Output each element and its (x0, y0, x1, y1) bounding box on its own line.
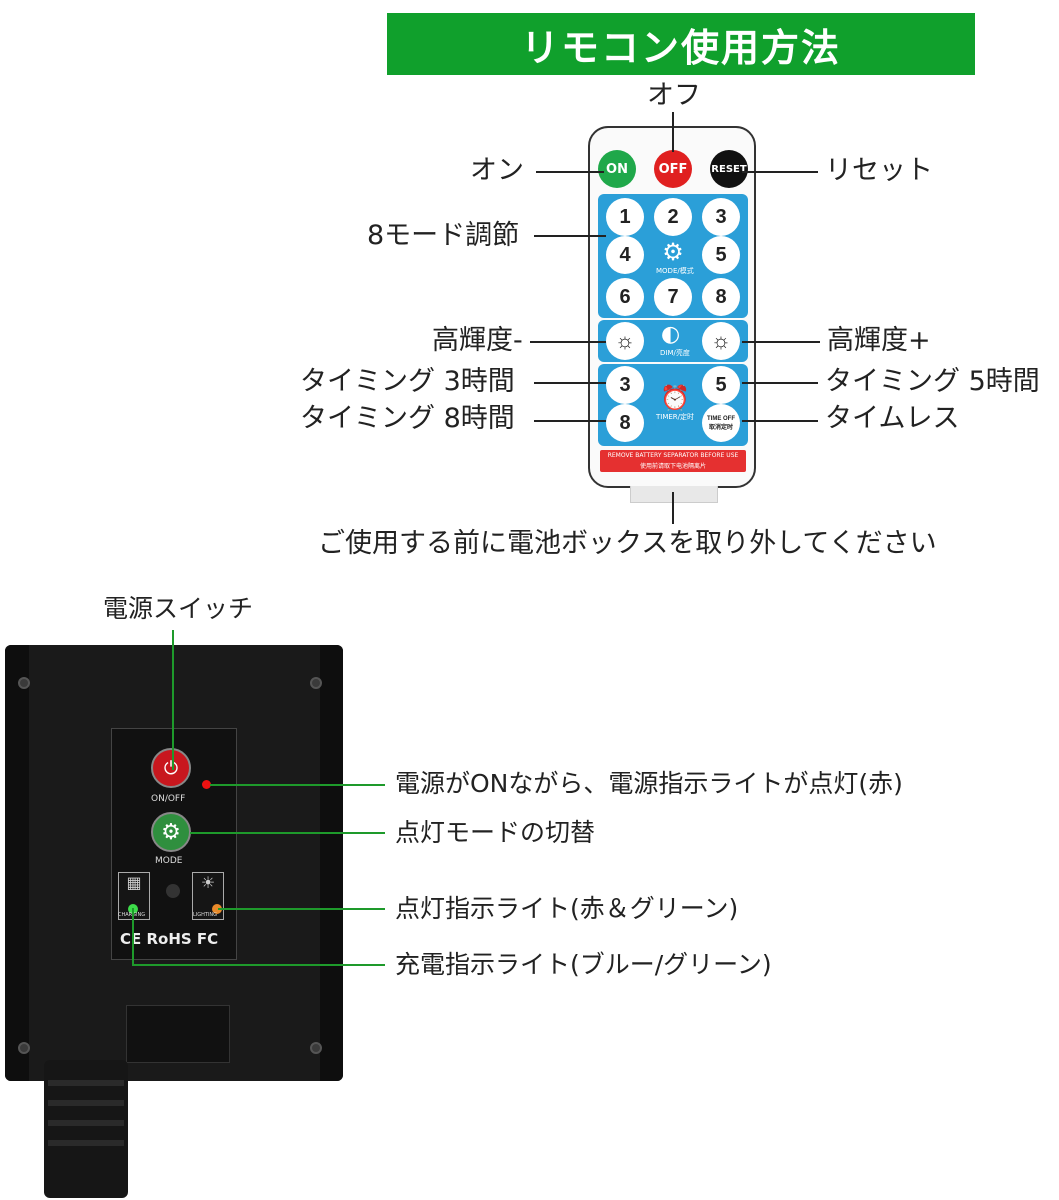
lighting-caption: LIGHTING (193, 912, 218, 918)
label-timer5: タイミング 5時間 (825, 366, 1040, 397)
timer-caption: TIMER/定时 (656, 413, 695, 421)
gear-icon: ⚙ (161, 819, 181, 845)
timer-3-button[interactable]: 3 (606, 366, 644, 404)
remote-top-keys: ON OFF RESET (598, 148, 748, 190)
screw (18, 1042, 30, 1054)
device-left-edge (5, 645, 29, 1081)
callout-timer8-line (534, 420, 606, 422)
mode-2-button[interactable]: 2 (654, 198, 692, 236)
mode-8-button[interactable]: 8 (702, 278, 740, 316)
sun-minus-icon: ☼ (614, 328, 636, 353)
mode-1-button[interactable]: 1 (606, 198, 644, 236)
mode-5-button[interactable]: 5 (702, 236, 740, 274)
remote-on-button[interactable]: ON (598, 150, 636, 188)
callout-timer3-line (534, 382, 606, 384)
power-indicator-led (202, 780, 211, 789)
label-bright-down: 高輝度- (432, 325, 523, 356)
label-reset: リセット (825, 155, 933, 186)
mode-3-button[interactable]: 3 (702, 198, 740, 236)
connector-thread (48, 1140, 124, 1146)
remote-timer-panel: 3 ⏰ TIMER/定时 5 8 TIME OFF 取消定时 (598, 364, 748, 446)
callout-battery-line (672, 492, 674, 524)
screw (310, 677, 322, 689)
battery-warning: REMOVE BATTERY SEPARATOR BEFORE USE 使用前请… (600, 450, 746, 472)
callout-charge-indicator-vline (132, 908, 134, 966)
charging-indicator-box: ▦ (118, 872, 150, 920)
bulb-icon: ☀ (200, 873, 216, 892)
label-light-indicator: 点灯指示ライト(赤＆グリーン) (395, 894, 739, 923)
label-power-switch: 電源スイッチ (103, 594, 254, 623)
mode-gear-icon: ⚙ (662, 238, 684, 266)
callout-timeless-line (742, 420, 818, 422)
label-on: オン (470, 155, 524, 186)
dim-caption: DIM/亮度 (660, 349, 690, 357)
connector-housing (126, 1005, 230, 1063)
callout-bright-down-line (530, 341, 606, 343)
charging-caption: CHARGING (118, 912, 145, 918)
device-mode-button[interactable]: ⚙ (151, 812, 191, 852)
time-off-cn-label: 取消定时 (708, 424, 733, 431)
mode-7-button[interactable]: 7 (654, 278, 692, 316)
brightness-up-button[interactable]: ☼ (702, 322, 740, 360)
time-off-button[interactable]: TIME OFF 取消定时 (702, 404, 740, 442)
callout-charge-indicator-line (132, 964, 385, 966)
lighting-led (212, 904, 222, 914)
connector-thread (48, 1120, 124, 1126)
connector-thread (48, 1100, 124, 1106)
brightness-down-button[interactable]: ☼ (606, 322, 644, 360)
mode-caption: MODE/模式 (656, 267, 694, 275)
warning-en: REMOVE BATTERY SEPARATOR BEFORE USE (607, 452, 739, 459)
label-charge-indicator: 充電指示ライト(ブルー/グリーン) (395, 950, 772, 979)
warning-cn: 使用前请取下电池隔离片 (639, 463, 706, 470)
label-mode-switch: 点灯モードの切替 (395, 818, 596, 847)
brightness-icon: ◐ (661, 322, 681, 347)
label-timer8: タイミング 8時間 (300, 403, 515, 434)
alarm-clock-icon: ⏰ (660, 384, 690, 412)
callout-light-indicator-line (218, 908, 385, 910)
label-bright-up: 高輝度+ (827, 325, 931, 356)
sun-plus-icon: ☼ (710, 328, 732, 353)
mode-6-button[interactable]: 6 (606, 278, 644, 316)
certification-marks: CE RoHS FC (120, 930, 219, 948)
screw (310, 1042, 322, 1054)
label-timeless: タイムレス (825, 403, 960, 434)
page-title: リモコン使用方法 (387, 13, 975, 75)
callout-power-indicator-line (210, 784, 385, 786)
battery-tab (630, 486, 718, 503)
timer-8-button[interactable]: 8 (606, 404, 644, 442)
onoff-caption: ON/OFF (151, 794, 186, 804)
device-power-button[interactable]: ⏻ (151, 748, 191, 788)
label-battery-note: ご使用する前に電池ボックスを取り外してください (318, 528, 937, 559)
device-right-edge (320, 645, 343, 1081)
label-timer3: タイミング 3時間 (300, 366, 515, 397)
label-mode8: 8モード調節 (367, 220, 520, 251)
remote-reset-button[interactable]: RESET (710, 150, 748, 188)
remote-mode-panel: 1 2 3 4 ⚙ MODE/模式 5 6 7 8 (598, 194, 748, 318)
label-power-indicator: 電源がONながら、電源指示ライトが点灯(赤) (395, 769, 903, 798)
callout-on-line (536, 171, 604, 173)
mode-4-button[interactable]: 4 (606, 236, 644, 274)
timer-5-button[interactable]: 5 (702, 366, 740, 404)
screw (18, 677, 30, 689)
power-icon: ⏻ (163, 757, 179, 779)
callout-reset-line (742, 171, 818, 173)
label-off: オフ (647, 80, 701, 111)
callout-mode-switch-line (190, 832, 385, 834)
remote-brightness-panel: ☼ ◐ DIM/亮度 ☼ (598, 320, 748, 362)
mode-caption-device: MODE (155, 856, 183, 866)
solar-panel-icon: ▦ (126, 873, 142, 892)
callout-timer5-line (742, 382, 818, 384)
connector-thread (48, 1080, 124, 1086)
time-off-label: TIME OFF (707, 415, 735, 422)
callout-power-switch-line (172, 630, 174, 770)
callout-off-line (672, 112, 674, 152)
callout-bright-up-line (742, 341, 820, 343)
ir-sensor (166, 884, 180, 898)
remote-off-button[interactable]: OFF (654, 150, 692, 188)
callout-mode8-line (534, 235, 606, 237)
